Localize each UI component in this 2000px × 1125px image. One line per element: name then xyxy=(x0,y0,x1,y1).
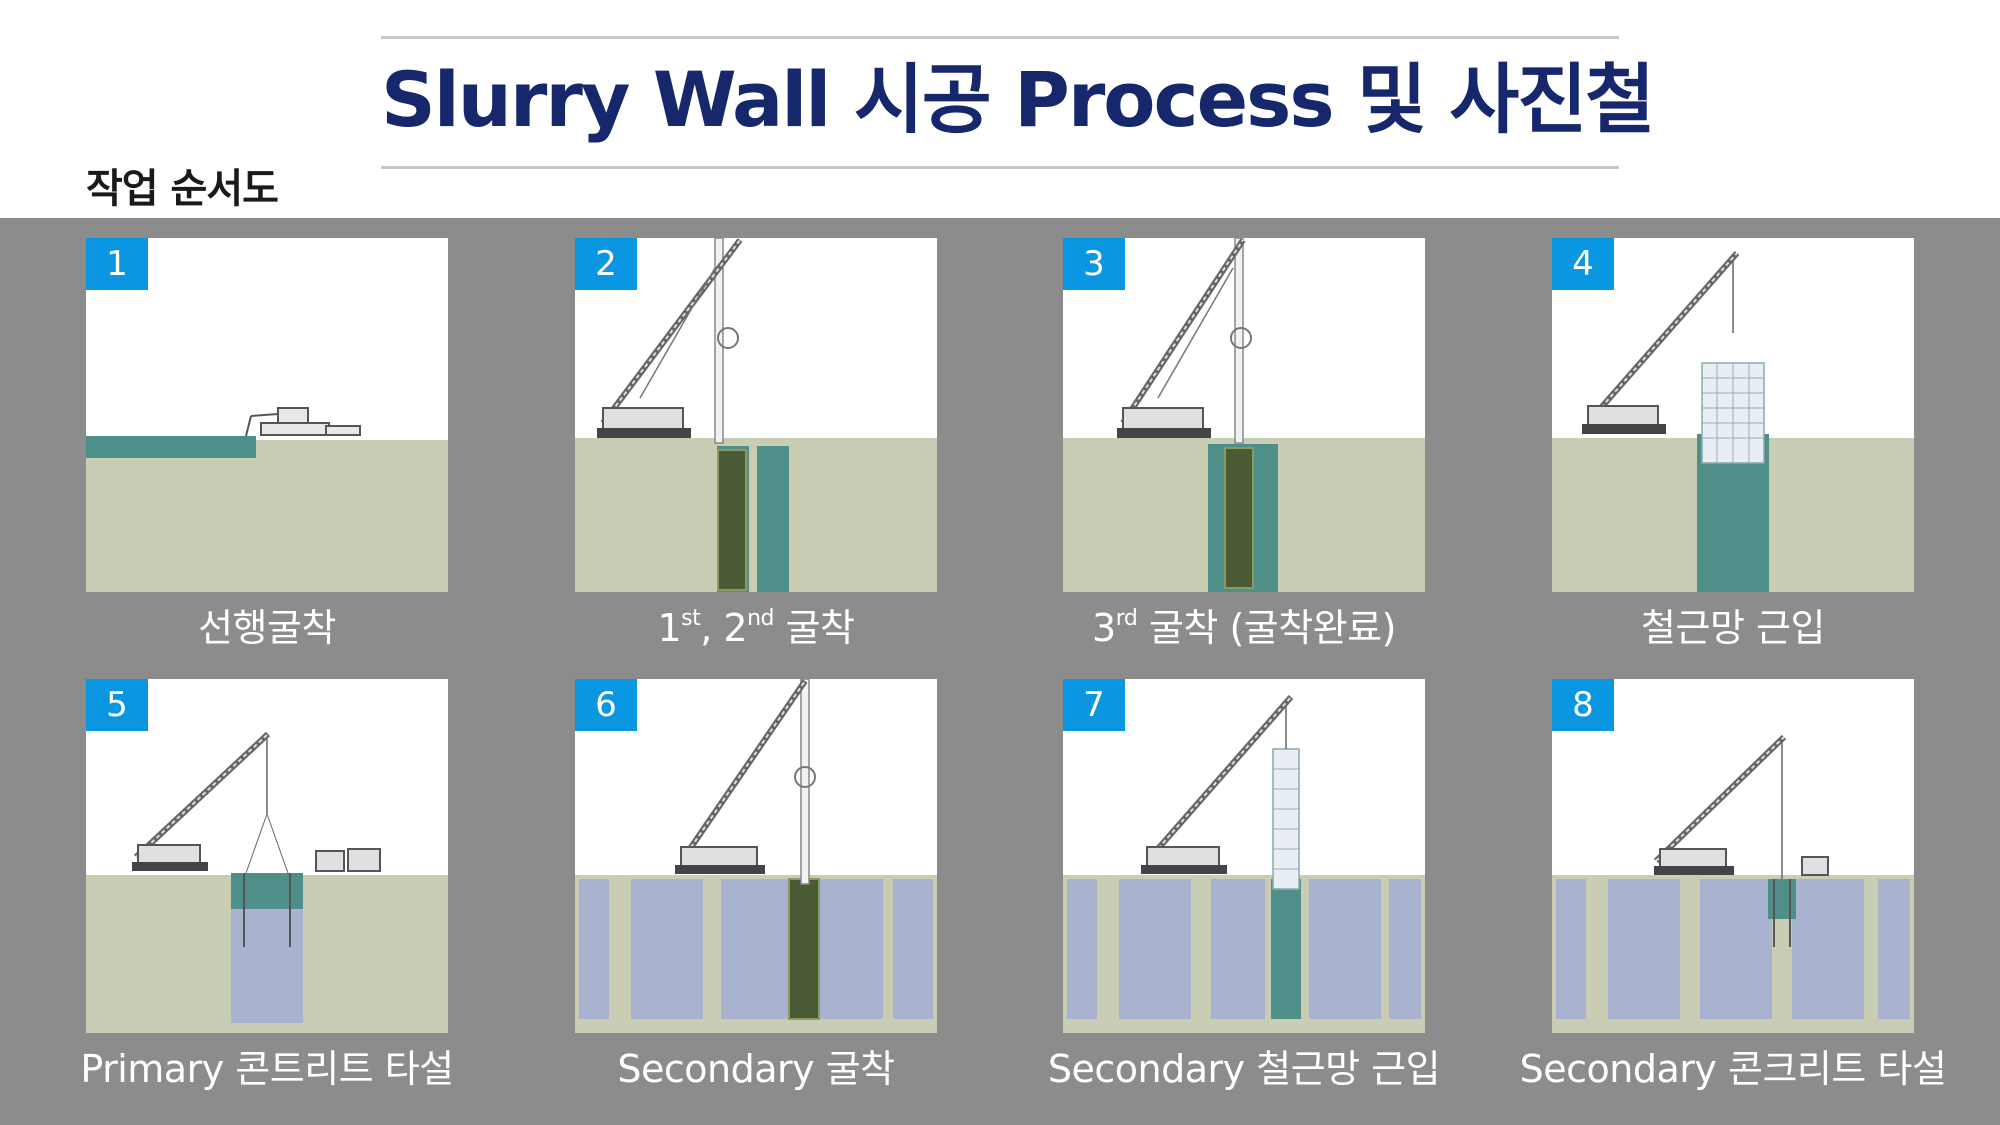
title-rule-top xyxy=(381,36,1619,39)
step-1-caption: 선행굴착 xyxy=(198,606,336,650)
step-4-caption: 철근망 근입 xyxy=(1641,606,1825,650)
step-number-badge: 1 xyxy=(86,238,148,290)
step-4-illustration: 4 xyxy=(1552,238,1914,592)
step-3-illustration: 3 xyxy=(1063,238,1425,592)
crane-third-excavation-diagram xyxy=(1063,238,1425,592)
section-subtitle: 작업 순서도 xyxy=(86,166,279,212)
primary-concrete-pour-diagram xyxy=(86,731,448,1033)
step-7-caption: Secondary 철근망 근입 xyxy=(1047,1047,1441,1091)
secondary-excavation-diagram xyxy=(575,679,937,1033)
step-8-caption: Secondary 콘크리트 타설 xyxy=(1519,1047,1947,1091)
page-title: Slurry Wall 시공 Process 및 사진철 xyxy=(381,55,1655,144)
step-number-badge: 4 xyxy=(1552,238,1614,290)
step-2-caption: 1st, 2nd 굴착 xyxy=(657,606,855,650)
rebar-cage-insertion-diagram xyxy=(1552,251,1914,592)
step-6-caption: Secondary 굴착 xyxy=(617,1047,895,1091)
title-rule-bottom xyxy=(381,166,1619,169)
step-7-illustration: 7 xyxy=(1063,679,1425,1033)
step-number-badge: 5 xyxy=(86,679,148,731)
step-1-illustration: 1 xyxy=(86,238,448,592)
step-6-illustration: 6 xyxy=(575,679,937,1033)
step-3-caption: 3rd 굴착 (굴착완료) xyxy=(1092,606,1396,650)
secondary-concrete-pour-diagram xyxy=(1552,734,1914,1033)
step-number-badge: 3 xyxy=(1063,238,1125,290)
step-number-badge: 6 xyxy=(575,679,637,731)
step-2-illustration: 2 xyxy=(575,238,937,592)
step-8-illustration: 8 xyxy=(1552,679,1914,1033)
step-number-badge: 2 xyxy=(575,238,637,290)
secondary-rebar-insertion-diagram xyxy=(1063,695,1425,1033)
excavator-pre-trench-diagram xyxy=(86,407,448,592)
crane-first-excavation-diagram xyxy=(575,238,937,592)
step-number-badge: 7 xyxy=(1063,679,1125,731)
step-number-badge: 8 xyxy=(1552,679,1614,731)
step-5-caption: Primary 콘트리트 타설 xyxy=(80,1047,454,1091)
step-5-illustration: 5 xyxy=(86,679,448,1033)
